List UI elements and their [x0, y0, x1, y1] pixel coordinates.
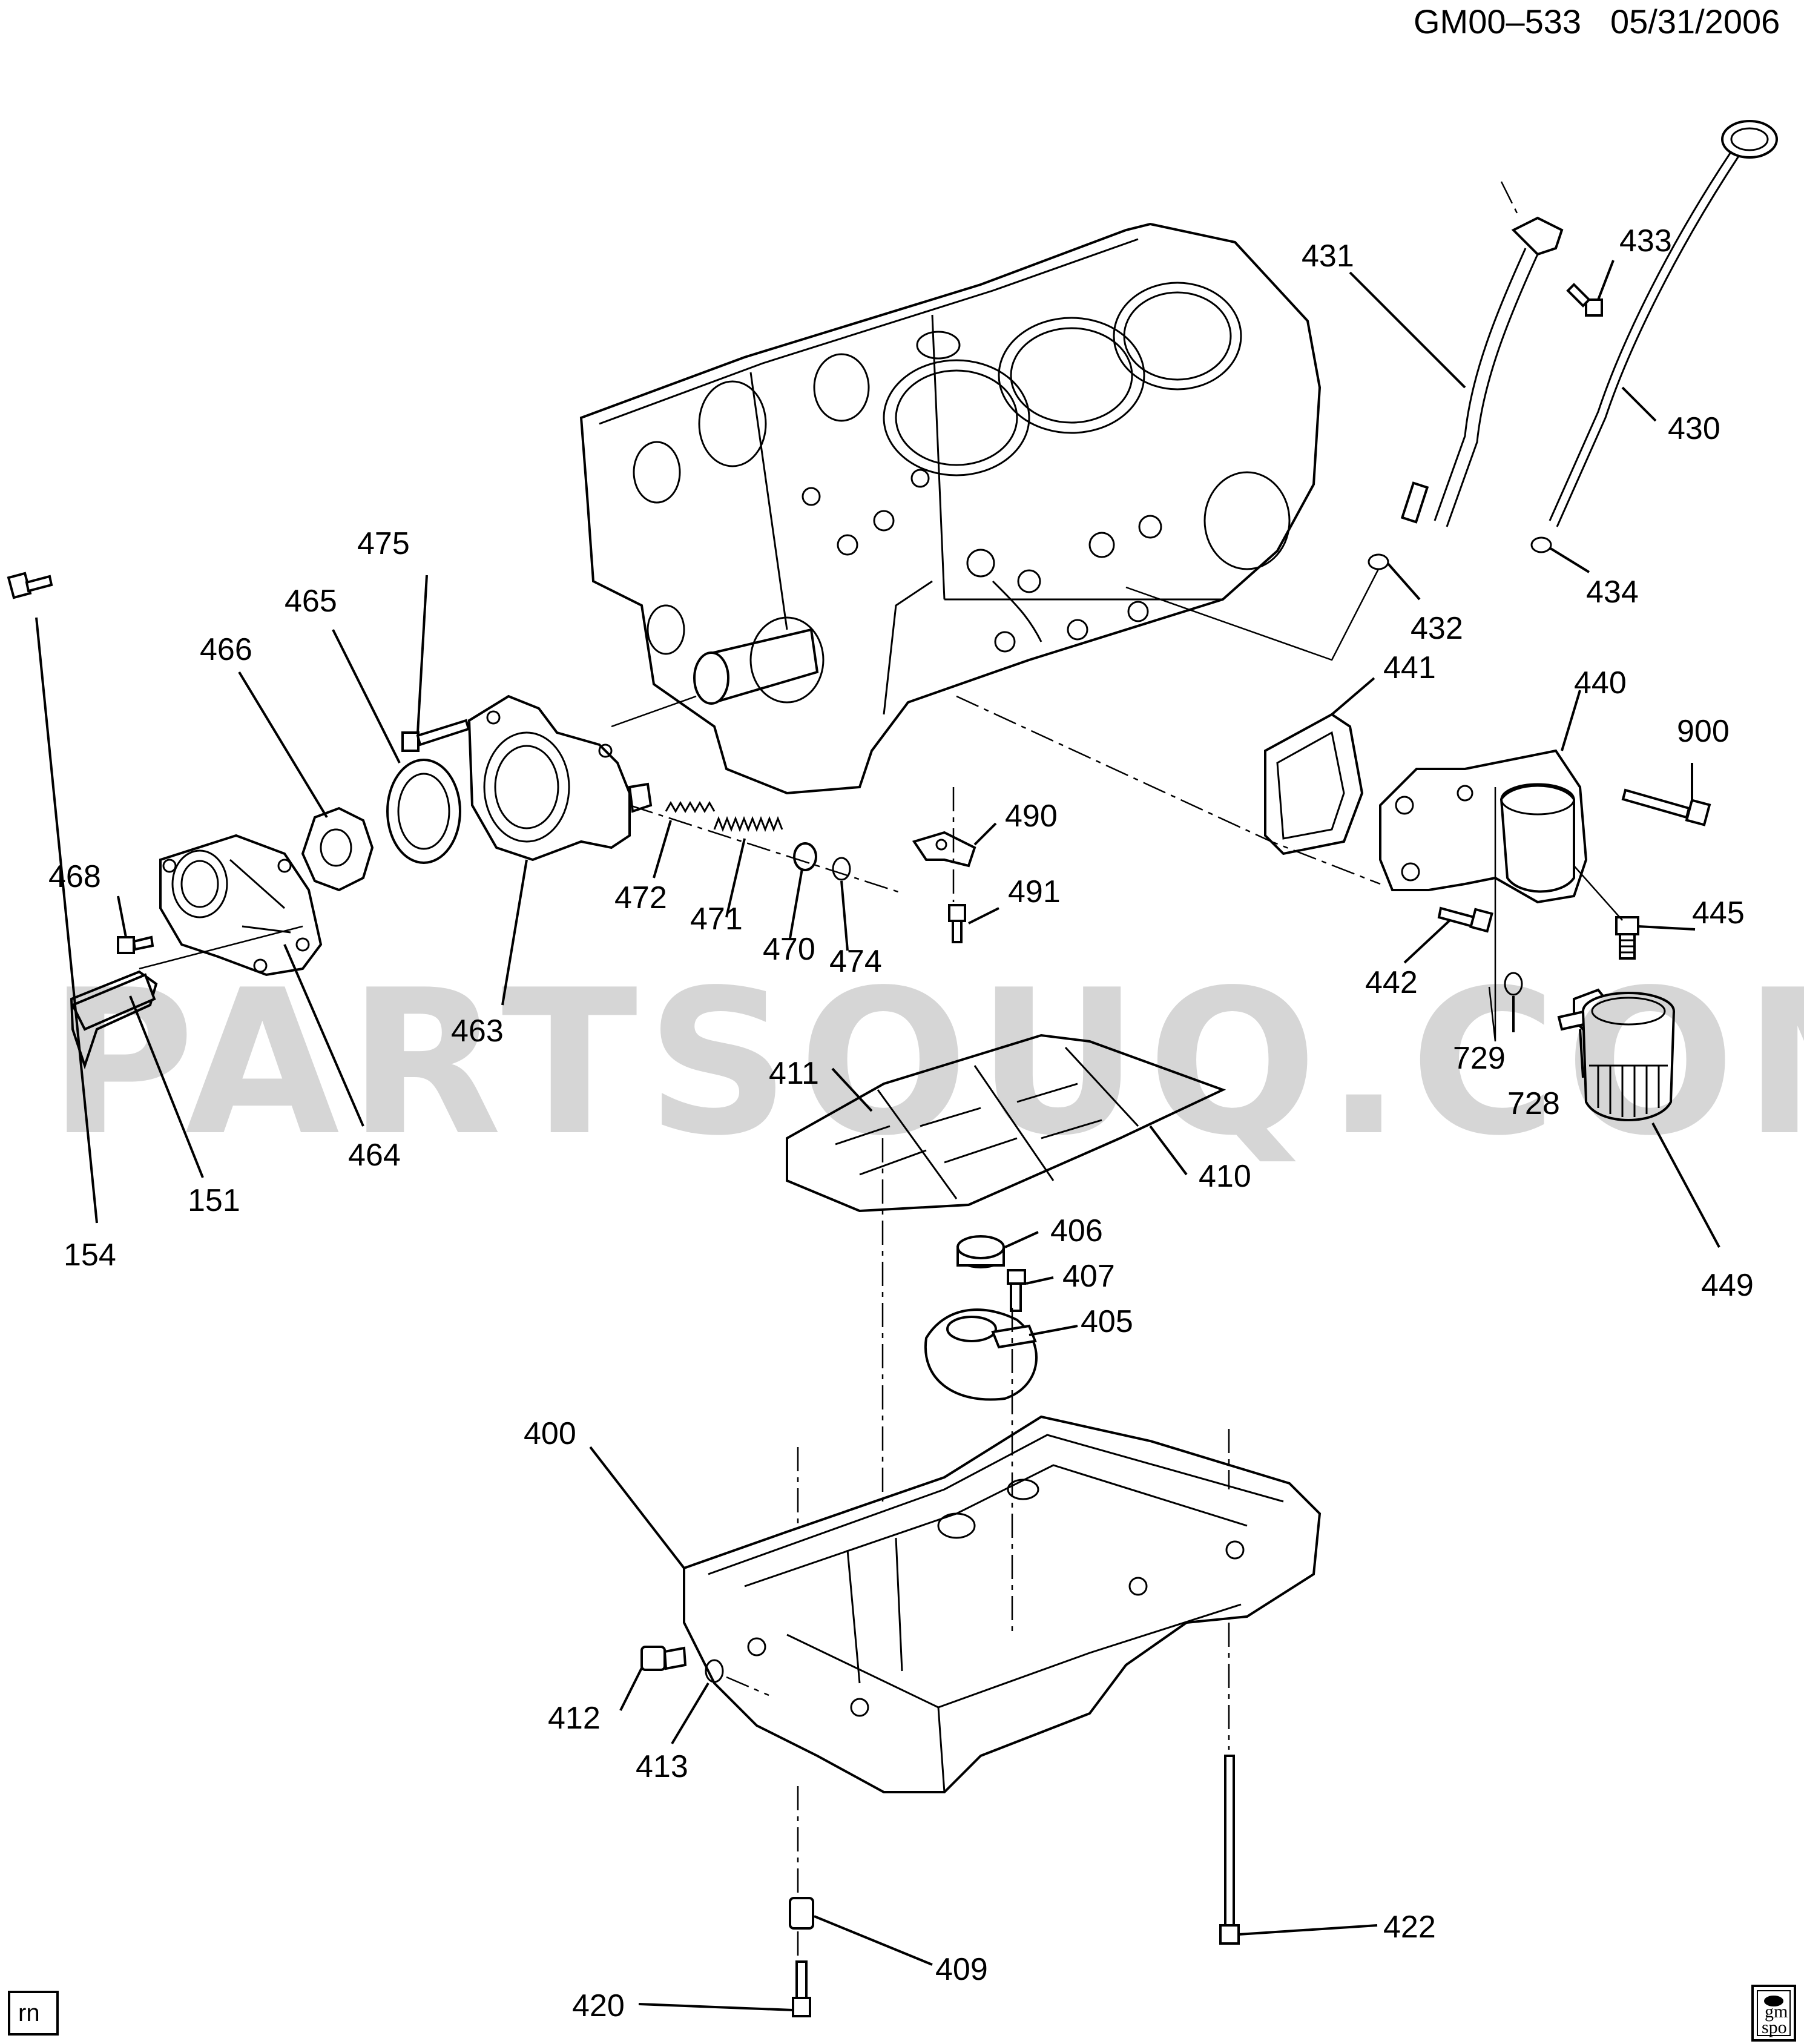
- callout-475: 475: [357, 526, 410, 561]
- callout-900: 900: [1677, 714, 1730, 749]
- callout-729: 729: [1453, 1041, 1506, 1076]
- callout-466: 466: [200, 632, 252, 667]
- callout-445: 445: [1692, 895, 1745, 931]
- oil-filter-449: [1582, 992, 1675, 1121]
- inner-rotor-466: [301, 806, 374, 892]
- o-ring-434: [1530, 536, 1552, 553]
- callout-474: 474: [829, 944, 882, 979]
- callout-441: 441: [1383, 650, 1436, 685]
- callout-471: 471: [690, 902, 743, 937]
- fitting-445: [1615, 916, 1639, 960]
- callout-491: 491: [1008, 874, 1061, 909]
- diagram-id: GM00–533: [1414, 2, 1581, 41]
- svg-text:spo: spo: [1762, 2017, 1787, 2037]
- callout-432: 432: [1411, 611, 1463, 646]
- callout-410: 410: [1199, 1159, 1251, 1194]
- oil-pump-group: [7, 572, 903, 1070]
- callout-labels: 154 151 464 468 466 465 475 463 472 471 …: [48, 223, 1754, 2023]
- seal-406: [956, 1235, 1005, 1268]
- outer-rotor-465: [386, 759, 461, 864]
- corner-tag: rn: [8, 1991, 59, 2036]
- callout-728: 728: [1507, 1086, 1560, 1121]
- bolt-154: [7, 572, 53, 599]
- callout-472: 472: [614, 880, 667, 915]
- clip-490: [912, 831, 976, 868]
- gm-spo-logo: gm spo: [1751, 1985, 1796, 2042]
- bolt-900: [1621, 788, 1711, 826]
- callout-407: 407: [1062, 1259, 1115, 1294]
- callout-463: 463: [451, 1014, 504, 1049]
- adapter-440: [1379, 749, 1588, 904]
- callout-468: 468: [48, 859, 101, 894]
- callout-431: 431: [1302, 239, 1354, 274]
- svg-text:gm: gm: [1765, 2002, 1788, 2022]
- callout-400: 400: [524, 1416, 576, 1451]
- callout-440: 440: [1574, 665, 1627, 701]
- dipstick-tube-431: [1400, 216, 1564, 527]
- callout-470: 470: [763, 932, 815, 967]
- dipstick-430: [1549, 120, 1778, 527]
- ring-474: [832, 857, 851, 881]
- diagram-date: 05/31/2006: [1610, 2, 1780, 41]
- callout-464: 464: [348, 1138, 401, 1173]
- gasket-441: [1264, 713, 1364, 856]
- plug-470: [793, 842, 817, 871]
- callout-430: 430: [1668, 411, 1720, 446]
- svg-text:rn: rn: [18, 2000, 40, 2026]
- callout-411: 411: [769, 1056, 819, 1091]
- washer-413: [705, 1659, 724, 1683]
- leader-lines: [35, 260, 1720, 2011]
- spacer-409: [789, 1897, 814, 1930]
- callout-490: 490: [1005, 799, 1058, 834]
- callout-151: 151: [188, 1183, 240, 1218]
- bolt-407: [1007, 1269, 1026, 1312]
- washer-729: [1504, 972, 1523, 996]
- bolt-420: [792, 1960, 811, 2017]
- pump-housing-463: [467, 694, 653, 862]
- bolt-442: [1437, 906, 1493, 933]
- callout-154: 154: [64, 1238, 116, 1273]
- callout-422: 422: [1383, 1910, 1436, 1945]
- callout-409: 409: [935, 1952, 988, 1987]
- callout-413: 413: [636, 1749, 688, 1784]
- pickup-tube-405: [924, 1308, 1038, 1401]
- bolt-475: [401, 719, 470, 752]
- callout-406: 406: [1050, 1213, 1103, 1248]
- engine-block: [579, 222, 1322, 795]
- callout-449: 449: [1701, 1268, 1754, 1303]
- callout-420: 420: [572, 1988, 625, 2023]
- bolt-422: [1219, 1755, 1240, 1945]
- callout-465: 465: [285, 584, 337, 619]
- oil-pan-400: [683, 1415, 1322, 1793]
- callout-405: 405: [1081, 1304, 1133, 1339]
- baffle-410: [786, 1034, 1226, 1213]
- callout-412: 412: [548, 1701, 601, 1736]
- o-ring-432: [1368, 553, 1389, 570]
- spring-472: [665, 800, 716, 814]
- callout-433: 433: [1619, 223, 1672, 259]
- spring-471: [713, 816, 783, 832]
- watermark: PARTSOUQ.COM: [48, 947, 1804, 1179]
- callout-442: 442: [1365, 965, 1418, 1000]
- callout-434: 434: [1586, 575, 1639, 610]
- drain-plug-412: [640, 1646, 687, 1671]
- bolt-491: [948, 904, 966, 943]
- bolt-433: [1566, 283, 1603, 317]
